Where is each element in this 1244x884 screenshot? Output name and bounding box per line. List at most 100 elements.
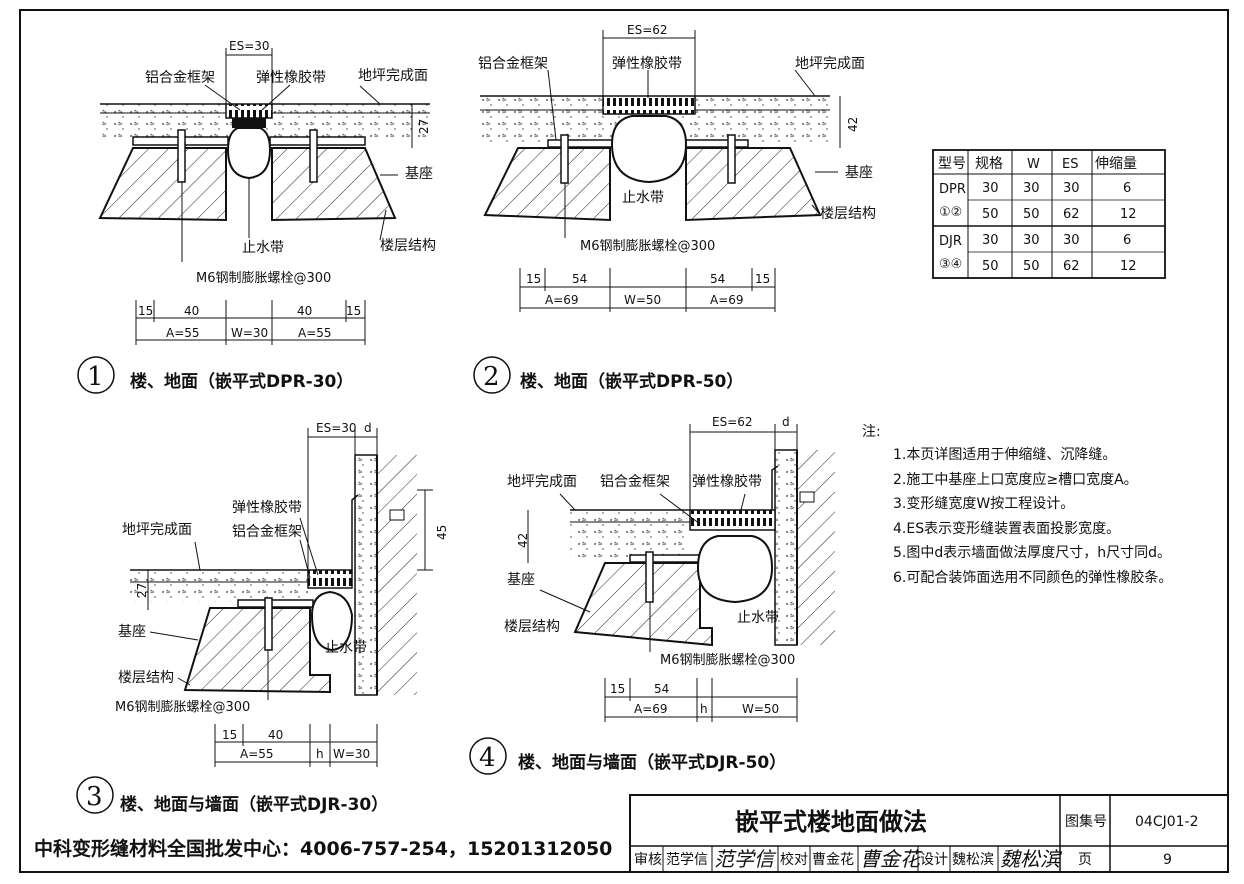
table-model-dpr: DPR: [939, 182, 966, 197]
table-cell: 6: [1123, 233, 1131, 248]
d1-base-label: 基座: [405, 165, 433, 182]
d4-waterstop-label: 止水带: [737, 610, 779, 626]
table-cell: 30: [982, 233, 999, 248]
d4-structure-label: 楼层结构: [504, 619, 560, 635]
atlas-number: 04CJ01-2: [1135, 814, 1199, 830]
d2-frame-label: 铝合金框架: [478, 56, 548, 72]
d2-depth: 42: [846, 117, 860, 132]
d1-caption: 楼、地面（嵌平式DPR-30）: [130, 371, 353, 392]
table-refs-dpr: ①②: [939, 205, 962, 220]
d2-dim-w: W=50: [624, 293, 661, 307]
d4-rubber-label: 弹性橡胶带: [692, 473, 762, 490]
d2-dim-a-right: A=69: [710, 293, 744, 307]
d4-frame-label: 铝合金框架: [600, 474, 670, 490]
d1-es: ES=30: [229, 39, 270, 53]
table-cell: 30: [1023, 181, 1040, 196]
table-refs-djr: ③④: [939, 257, 962, 272]
table-cell: 62: [1063, 207, 1080, 222]
table-cell: 30: [982, 181, 999, 196]
d3-base-label: 基座: [118, 623, 146, 640]
design-signature: 魏松滨: [1000, 847, 1063, 871]
table-cell: 12: [1120, 259, 1137, 274]
d2-dim-54-right: 54: [710, 272, 725, 286]
review-signature: 范学信: [714, 847, 777, 871]
table-cell: 62: [1063, 259, 1080, 274]
notes-title: 注:: [862, 424, 881, 440]
checker-name: 曹金花: [812, 852, 854, 868]
d1-structure-label: 楼层结构: [380, 238, 436, 254]
d4-depth: 42: [516, 533, 530, 548]
reviewer-name: 范学信: [666, 851, 708, 868]
drawing-title: 嵌平式楼地面做法: [735, 808, 927, 836]
table-header-model: 型号: [938, 156, 966, 172]
d3-bolt-label: M6钢制膨胀螺栓@300: [115, 700, 250, 715]
d4-es: ES=62: [712, 415, 753, 429]
detail-1: ES=30 铝合金框架 弹性橡胶带 地坪完成面 27 基座 楼层结构 止水带 M…: [77, 39, 436, 394]
table-header-es: ES: [1062, 157, 1078, 172]
note-item: 2.施工中基座上口宽度应≥槽口宽度A。: [893, 471, 1138, 488]
d3-structure-label: 楼层结构: [118, 670, 174, 686]
d2-dim-a-left: A=69: [545, 293, 579, 307]
table-cell: 30: [1063, 233, 1080, 248]
table-header-w: W: [1027, 157, 1040, 172]
check-label: 校对: [780, 851, 808, 868]
d3-waterstop-label: 止水带: [325, 640, 367, 656]
d2-dim-15-right: 15: [755, 272, 770, 286]
d3-dim-40: 40: [268, 728, 283, 742]
d3-d: d: [364, 421, 372, 435]
detail-3: ES=30 d 45 27 弹性橡胶带 铝合金框架 地坪完成面 基座 止水带 楼…: [76, 421, 449, 815]
table-cell: 30: [1063, 181, 1080, 196]
d3-es: ES=30: [316, 421, 357, 435]
d1-waterstop-label: 止水带: [242, 240, 284, 256]
d3-rubber-label: 弹性橡胶带: [232, 499, 302, 516]
d4-dim-15: 15: [610, 682, 625, 696]
d3-dim-h: h: [316, 747, 324, 761]
d4-bolt-label: M6钢制膨胀螺栓@300: [660, 653, 795, 668]
d3-number: 3: [86, 782, 103, 812]
d1-dim-40-left: 40: [184, 304, 199, 318]
d1-number: 1: [87, 362, 104, 392]
d1-dim-15-left: 15: [138, 304, 153, 318]
table-header-expansion: 伸缩量: [1095, 156, 1137, 172]
d4-dim-a: A=69: [634, 702, 668, 716]
notes: 注: 1.本页详图适用于伸缩缝、沉降缝。 2.施工中基座上口宽度应≥槽口宽度A。…: [862, 424, 1172, 586]
d3-frame-label: 铝合金框架: [232, 524, 302, 540]
d3-depth: 27: [135, 583, 149, 598]
d1-dim-w: W=30: [231, 326, 268, 340]
note-item: 3.变形缝宽度W按工程设计。: [893, 495, 1074, 512]
table-cell: 50: [982, 207, 999, 222]
detail-2: ES=62 铝合金框架 弹性橡胶带 地坪完成面 42 基座 楼层结构 止水带 M…: [473, 23, 876, 394]
d2-es: ES=62: [627, 23, 668, 37]
table-cell: 50: [982, 259, 999, 274]
table-cell: 6: [1123, 181, 1131, 196]
d4-base-label: 基座: [507, 571, 535, 588]
d1-frame-label: 铝合金框架: [145, 70, 215, 86]
footer-contact: 中科变形缝材料全国批发中心：4006-757-254，15201312050: [34, 837, 612, 860]
atlas-label: 图集号: [1065, 813, 1107, 830]
d3-dim-a: A=55: [240, 747, 274, 761]
d2-number: 2: [483, 362, 500, 392]
d4-dim-w: W=50: [742, 702, 779, 716]
d2-dim-15-left: 15: [526, 272, 541, 286]
d3-wall-height: 45: [435, 525, 449, 540]
d2-waterstop-label: 止水带: [622, 190, 664, 206]
design-label: 设计: [920, 852, 948, 868]
note-item: 6.可配合装饰面选用不同颜色的弹性橡胶条。: [893, 569, 1172, 586]
d1-rubber-label: 弹性橡胶带: [256, 69, 326, 86]
d1-depth: 27: [417, 119, 431, 134]
table-cell: 30: [1023, 233, 1040, 248]
table-model-djr: DJR: [939, 234, 962, 249]
table-cell: 50: [1023, 259, 1040, 274]
d2-dim-54-left: 54: [572, 272, 587, 286]
table-cell: 12: [1120, 207, 1137, 222]
d3-floor-label: 地坪完成面: [122, 522, 192, 538]
d1-bolt-label: M6钢制膨胀螺栓@300: [196, 271, 331, 286]
note-item: 5.图中d表示墙面做法厚度尺寸，h尺寸同d。: [893, 545, 1171, 561]
sheet-border: [19, 9, 1229, 873]
d2-bolt-label: M6钢制膨胀螺栓@300: [580, 239, 715, 254]
d3-dim-15: 15: [222, 728, 237, 742]
table-header-spec: 规格: [975, 156, 1003, 172]
note-item: 1.本页详图适用于伸缩缝、沉降缝。: [893, 447, 1116, 463]
d4-caption: 楼、地面与墙面（嵌平式DJR-50）: [518, 752, 786, 773]
page-label: 页: [1078, 852, 1092, 868]
